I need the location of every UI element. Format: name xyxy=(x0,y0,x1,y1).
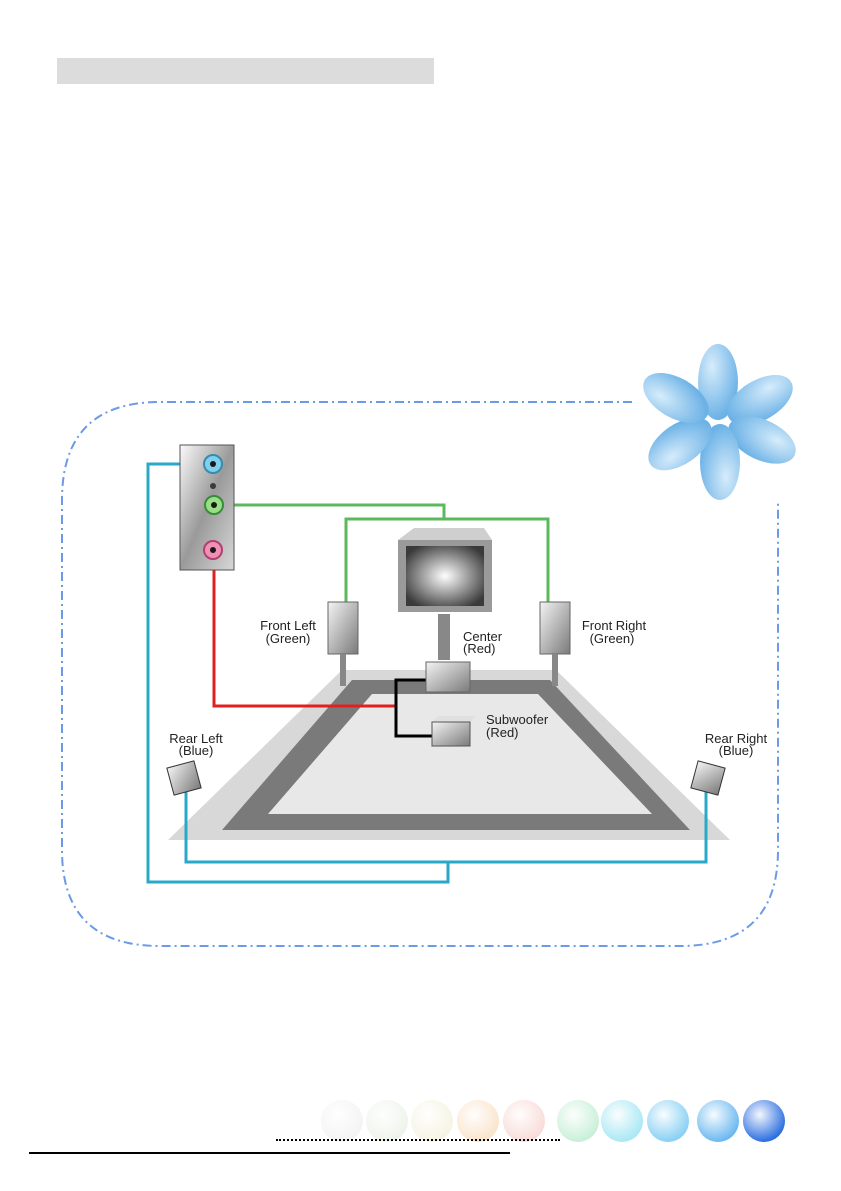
footer-rule xyxy=(29,1152,510,1154)
audio-port-panel xyxy=(180,445,234,570)
svg-text:(Red): (Red) xyxy=(463,641,496,656)
svg-text:(Green): (Green) xyxy=(266,631,311,646)
rear-left-speaker-icon xyxy=(167,761,201,795)
center-speaker-icon xyxy=(426,662,470,692)
svg-text:(Red): (Red) xyxy=(486,725,519,740)
subwoofer-icon xyxy=(432,716,476,746)
front-right-label: Front Right (Green) xyxy=(582,618,647,646)
svg-text:(Blue): (Blue) xyxy=(719,743,754,758)
room-floor xyxy=(168,670,730,840)
flower-decoration-icon xyxy=(635,344,803,500)
svg-text:(Green): (Green) xyxy=(590,631,635,646)
rear-right-label: Rear Right (Blue) xyxy=(705,731,768,758)
rear-left-label: Rear Left (Blue) xyxy=(169,731,223,758)
rear-right-speaker-icon xyxy=(691,761,725,795)
front-left-label: Front Left (Green) xyxy=(260,618,316,646)
footer-bubbles xyxy=(321,1100,785,1142)
footer-dotted-rule xyxy=(276,1139,560,1141)
svg-text:(Blue): (Blue) xyxy=(179,743,214,758)
center-label: Center (Red) xyxy=(463,629,503,656)
